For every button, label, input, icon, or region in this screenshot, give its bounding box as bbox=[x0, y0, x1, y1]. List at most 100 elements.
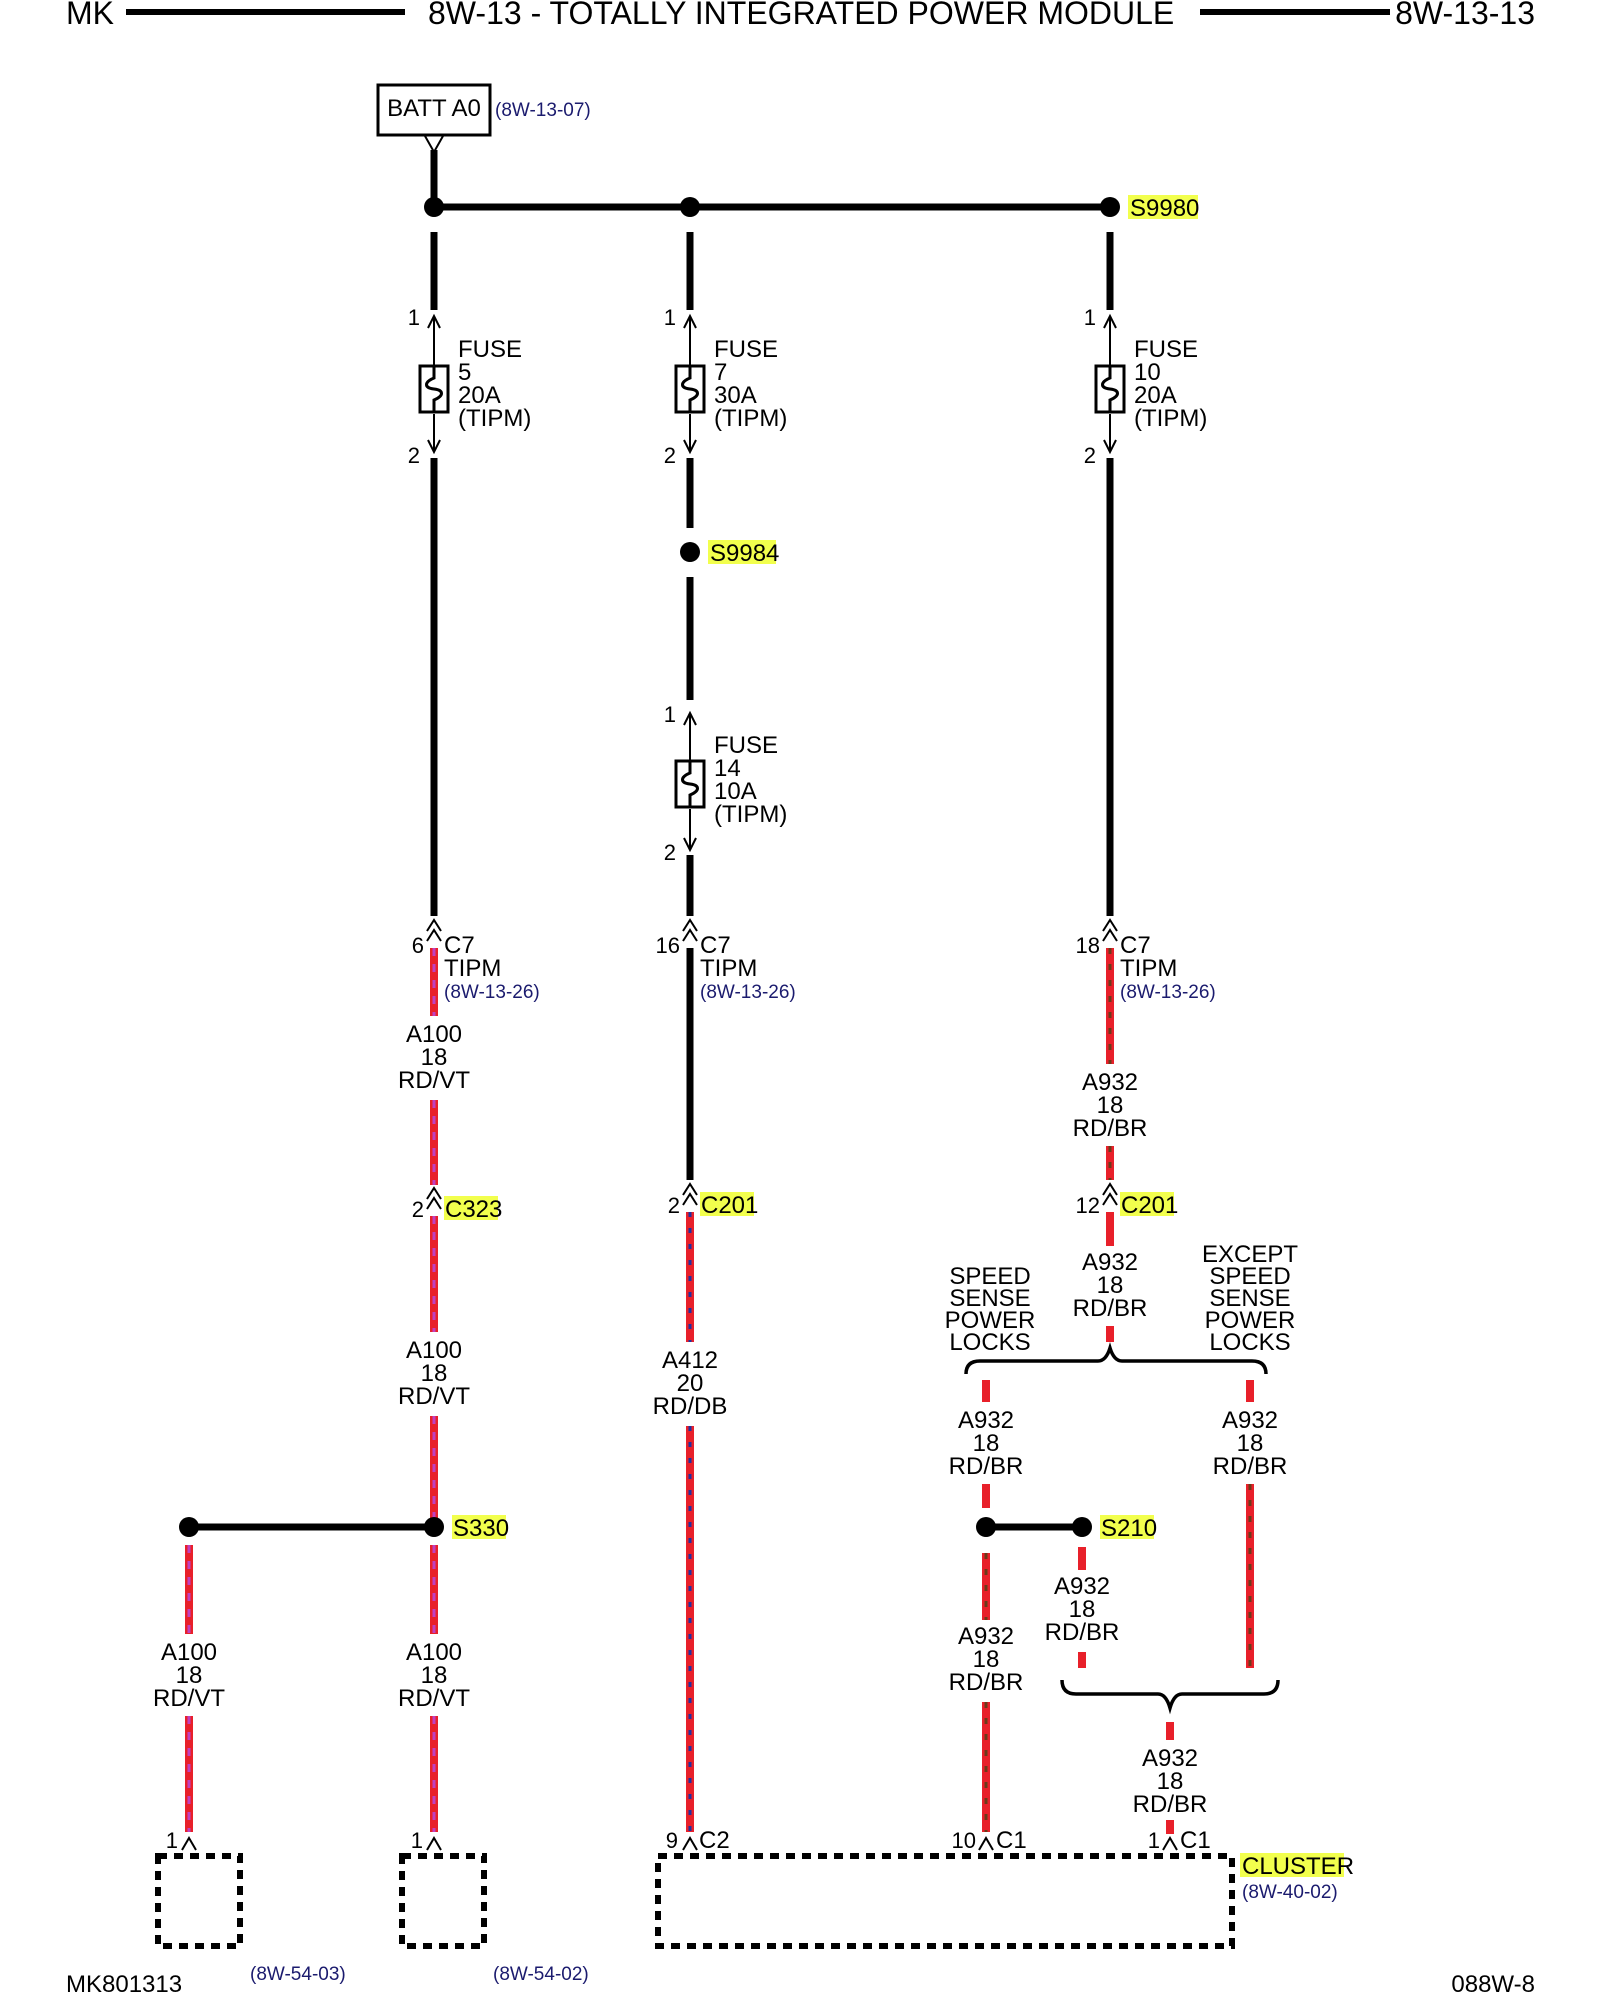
tipm-module: TIPM bbox=[1120, 955, 1177, 982]
a932-circuit: A932 bbox=[958, 1407, 1014, 1434]
a412-color: RD/DB bbox=[653, 1393, 728, 1420]
fuse-5-rating: 20A bbox=[458, 382, 501, 409]
c323-label: C323 bbox=[445, 1196, 502, 1223]
component-highlight bbox=[1240, 1853, 1344, 1877]
splice-s210-label: S210 bbox=[1101, 1515, 1157, 1542]
left-dest-1-box bbox=[155, 1853, 243, 1949]
a932-gauge: 18 bbox=[1097, 1092, 1124, 1119]
c201-pin: 2 bbox=[668, 1193, 680, 1218]
a100-gauge: 18 bbox=[421, 1662, 448, 1689]
option-line: SENSE bbox=[1209, 1285, 1290, 1312]
fuse-5-pin-in: 1 bbox=[408, 305, 420, 330]
option-line: SPEED bbox=[949, 1263, 1030, 1290]
batt-a0-source: BATT A0 (8W-13-07) bbox=[376, 83, 591, 207]
fuse-14-pin-out: 2 bbox=[664, 840, 676, 865]
left-dest-1-pin: 1 bbox=[166, 1828, 178, 1853]
a932-circuit: A932 bbox=[1082, 1249, 1138, 1276]
fuse-14-icon bbox=[674, 759, 706, 809]
splice-dot bbox=[976, 1517, 996, 1537]
batt-a0-label: BATT A0 bbox=[387, 95, 481, 122]
terminal-icon bbox=[1162, 1836, 1178, 1851]
a932-color: RD/BR bbox=[1213, 1453, 1288, 1480]
fuse-7-rating: 30A bbox=[714, 382, 757, 409]
c201-pin: 12 bbox=[1076, 1193, 1100, 1218]
splice-dot bbox=[424, 197, 444, 217]
a412-gauge: 20 bbox=[677, 1370, 704, 1397]
footer-right: 088W-8 bbox=[1451, 1971, 1535, 1998]
a100-gauge: 18 bbox=[421, 1044, 448, 1071]
option-line: POWER bbox=[945, 1307, 1036, 1334]
option-line: SPEED bbox=[1209, 1263, 1290, 1290]
a932-gauge: 18 bbox=[1237, 1430, 1264, 1457]
option-line: SENSE bbox=[949, 1285, 1030, 1312]
a932-circuit: A932 bbox=[1054, 1573, 1110, 1600]
fuse-10-pin-out: 2 bbox=[1084, 443, 1096, 468]
fuse-5-location: (TIPM) bbox=[458, 405, 531, 432]
splice-highlight bbox=[708, 540, 776, 564]
a100-circuit: A100 bbox=[406, 1639, 462, 1666]
fuse-14-rating: 10A bbox=[714, 778, 757, 805]
tipm-c7-connector: C7 bbox=[1120, 932, 1151, 959]
splice-dot bbox=[179, 1517, 199, 1537]
splice-dot bbox=[680, 542, 700, 562]
cluster-connector: C1 bbox=[1180, 1827, 1211, 1854]
a932-gauge: 18 bbox=[1097, 1272, 1124, 1299]
fuse-14-word: FUSE bbox=[714, 732, 778, 759]
a100-color: RD/VT bbox=[398, 1383, 470, 1410]
terminal-icon bbox=[1102, 1192, 1118, 1206]
splice-dot bbox=[1100, 197, 1120, 217]
tipm-c7-connector: C7 bbox=[700, 932, 731, 959]
fuse-10-rating: 20A bbox=[1134, 382, 1177, 409]
a932-gauge: 18 bbox=[973, 1430, 1000, 1457]
left-dest-2-pin: 1 bbox=[411, 1828, 423, 1853]
a100-color: RD/VT bbox=[398, 1067, 470, 1094]
cluster-component: CLUSTER (8W-40-02) bbox=[655, 1853, 1354, 1949]
batt-a0-terminal-icon bbox=[424, 135, 444, 155]
fuse-10-location: (TIPM) bbox=[1134, 405, 1207, 432]
fuse-7-location: (TIPM) bbox=[714, 405, 787, 432]
fuse-10-icon bbox=[1094, 364, 1126, 414]
splice-s9980-label: S9980 bbox=[1130, 195, 1199, 222]
page-title: 8W-13 - TOTALLY INTEGRATED POWER MODULE bbox=[428, 0, 1174, 31]
a100-circuit: A100 bbox=[406, 1337, 462, 1364]
terminal-icon bbox=[682, 1182, 698, 1196]
terminal-icon bbox=[427, 439, 441, 455]
fuse-10-branch: 1 2 FUSE 10 20A (TIPM) 18 C7 TIPM (8W-13… bbox=[945, 232, 1298, 1854]
fuse-5-number: 5 bbox=[458, 359, 471, 386]
a932-color: RD/BR bbox=[1073, 1115, 1148, 1142]
tipm-module: TIPM bbox=[700, 955, 757, 982]
fuse-7-icon bbox=[674, 364, 706, 414]
cluster-pin: 1 bbox=[1148, 1828, 1160, 1853]
fuse-7-number: 7 bbox=[714, 359, 727, 386]
cluster-pin: 9 bbox=[666, 1828, 678, 1853]
terminal-icon bbox=[683, 439, 697, 455]
a100-color: RD/VT bbox=[153, 1685, 225, 1712]
c201-label: C201 bbox=[1121, 1192, 1178, 1219]
cluster-box bbox=[655, 1853, 1235, 1949]
a932-color: RD/BR bbox=[1133, 1791, 1208, 1818]
splice-s330-label: S330 bbox=[453, 1515, 509, 1542]
a932-gauge: 18 bbox=[1069, 1596, 1096, 1623]
terminal-icon bbox=[426, 928, 442, 942]
option-line: POWER bbox=[1205, 1307, 1296, 1334]
connector-highlight bbox=[444, 1196, 498, 1220]
cluster-pin: 10 bbox=[952, 1828, 976, 1853]
tipm-c7-pin: 16 bbox=[656, 933, 680, 958]
tipm-ref: (8W-13-26) bbox=[700, 982, 796, 1003]
splice-highlight bbox=[1128, 195, 1198, 219]
terminal-icon bbox=[426, 1836, 442, 1851]
tipm-ref: (8W-13-26) bbox=[1120, 982, 1216, 1003]
terminal-icon bbox=[682, 1192, 698, 1206]
terminal-icon bbox=[682, 1836, 698, 1851]
a100-gauge: 18 bbox=[421, 1360, 448, 1387]
option-split-brace bbox=[964, 1342, 1268, 1375]
tipm-c7-pin: 6 bbox=[412, 933, 424, 958]
a932-color: RD/BR bbox=[1073, 1295, 1148, 1322]
fuse-10-pin-in: 1 bbox=[1084, 305, 1096, 330]
splice-dot bbox=[680, 197, 700, 217]
fuse-14-location: (TIPM) bbox=[714, 801, 787, 828]
a932-color: RD/BR bbox=[1045, 1619, 1120, 1646]
fuse-5-pin-out: 2 bbox=[408, 443, 420, 468]
terminal-icon bbox=[1103, 439, 1117, 455]
